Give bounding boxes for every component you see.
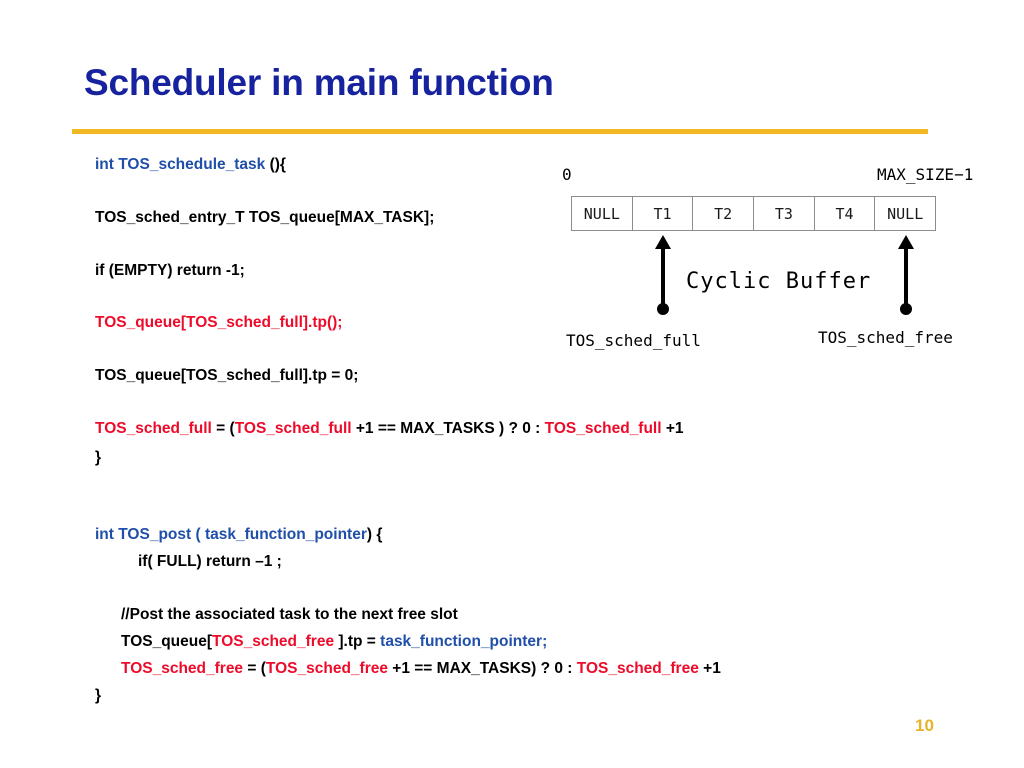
code-line-schedule-6: TOS_sched_full = (TOS_sched_full +1 == M… <box>95 421 684 437</box>
buffer-index-start-label: 0 <box>562 165 572 184</box>
code-span-black: } <box>95 449 102 466</box>
arrow-shaft <box>661 245 665 307</box>
code-line-schedule-4: TOS_queue[TOS_sched_full].tp(); <box>95 315 342 331</box>
buffer-cell: T3 <box>754 197 815 230</box>
buffer-cell: NULL <box>572 197 633 230</box>
code-span-black: if (EMPTY) return -1; <box>95 262 245 279</box>
pointer-label-sched-free: TOS_sched_free <box>818 328 953 347</box>
code-span-red: TOS_queue[TOS_sched_full].tp(); <box>95 314 343 331</box>
pointer-arrow-free-icon <box>897 235 915 315</box>
code-line-post-5: TOS_sched_free = (TOS_sched_free +1 == M… <box>121 661 721 677</box>
code-span-red: TOS_sched_full <box>234 420 356 437</box>
cyclic-buffer-caption: Cyclic Buffer <box>686 269 872 294</box>
code-span-blue: int TOS_schedule_task <box>95 156 270 173</box>
code-span-blue: task_function_pointer; <box>380 633 548 650</box>
code-span-red: TOS_sched_free <box>576 660 704 677</box>
slide-page-number: 10 <box>915 716 934 735</box>
code-span-black: TOS_sched_entry_T TOS_queue[MAX_TASK]; <box>95 209 435 226</box>
code-span-red: TOS_sched_free <box>212 633 339 650</box>
title-underline-rule <box>72 129 928 134</box>
pointer-label-sched-full: TOS_sched_full <box>566 331 701 350</box>
code-span-red: TOS_sched_free <box>265 660 393 677</box>
code-span-black: if( FULL) return –1 ; <box>138 553 282 570</box>
code-span-black: +1 == MAX_TASKS ) ? 0 : <box>355 420 545 437</box>
code-line-schedule-3: if (EMPTY) return -1; <box>95 263 245 279</box>
code-span-black: ) { <box>366 526 383 543</box>
code-span-black: (){ <box>269 156 286 173</box>
code-line-schedule-7: } <box>95 450 101 466</box>
arrowhead-up-icon <box>898 235 914 249</box>
code-line-schedule-2: TOS_sched_entry_T TOS_queue[MAX_TASK]; <box>95 210 434 226</box>
code-span-black: = ( <box>216 420 235 437</box>
buffer-index-end-label: MAX_SIZE−1 <box>877 165 974 184</box>
code-span-blue: int TOS_post ( task_function_pointer <box>95 526 367 543</box>
code-span-black: +1 <box>665 420 684 437</box>
pointer-arrow-full-icon <box>654 235 672 315</box>
buffer-cells-row: NULL T1 T2 T3 T4 NULL <box>571 196 936 231</box>
code-span-black: } <box>95 687 102 704</box>
arrow-dot-icon <box>657 303 669 315</box>
code-span-red: TOS_sched_full <box>544 420 666 437</box>
code-line-schedule-1: int TOS_schedule_task (){ <box>95 157 286 173</box>
code-line-post-4: TOS_queue[TOS_sched_free ].tp = task_fun… <box>121 634 547 650</box>
code-line-post-3: //Post the associated task to the next f… <box>121 607 458 623</box>
code-line-post-2: if( FULL) return –1 ; <box>138 554 282 570</box>
code-span-black: +1 <box>703 660 721 677</box>
buffer-cell: T2 <box>693 197 755 230</box>
code-line-post-6: } <box>95 688 101 704</box>
cyclic-buffer-diagram: 0 MAX_SIZE−1 NULL T1 T2 T3 T4 NULL <box>555 160 1005 360</box>
buffer-cell: T1 <box>633 197 694 230</box>
code-span-black: TOS_queue[TOS_sched_full].tp = 0; <box>95 367 359 384</box>
code-span-red: TOS_sched_free <box>121 660 248 677</box>
page-title: Scheduler in main function <box>84 62 554 103</box>
code-span-black: = ( <box>247 660 266 677</box>
code-line-post-1: int TOS_post ( task_function_pointer) { <box>95 527 382 543</box>
arrow-shaft <box>904 245 908 307</box>
code-span-red: TOS_sched_full <box>95 420 217 437</box>
code-span-black: +1 == MAX_TASKS) ? 0 : <box>392 660 577 677</box>
buffer-cell: NULL <box>887 204 924 223</box>
code-span-black: ].tp = <box>338 633 381 650</box>
code-line-schedule-5: TOS_queue[TOS_sched_full].tp = 0; <box>95 368 358 384</box>
arrow-dot-icon <box>900 303 912 315</box>
code-span-black: //Post the associated task to the next f… <box>121 606 458 623</box>
arrowhead-up-icon <box>655 235 671 249</box>
code-span-black: TOS_queue[ <box>121 633 213 650</box>
buffer-cell: T4 <box>815 197 876 230</box>
